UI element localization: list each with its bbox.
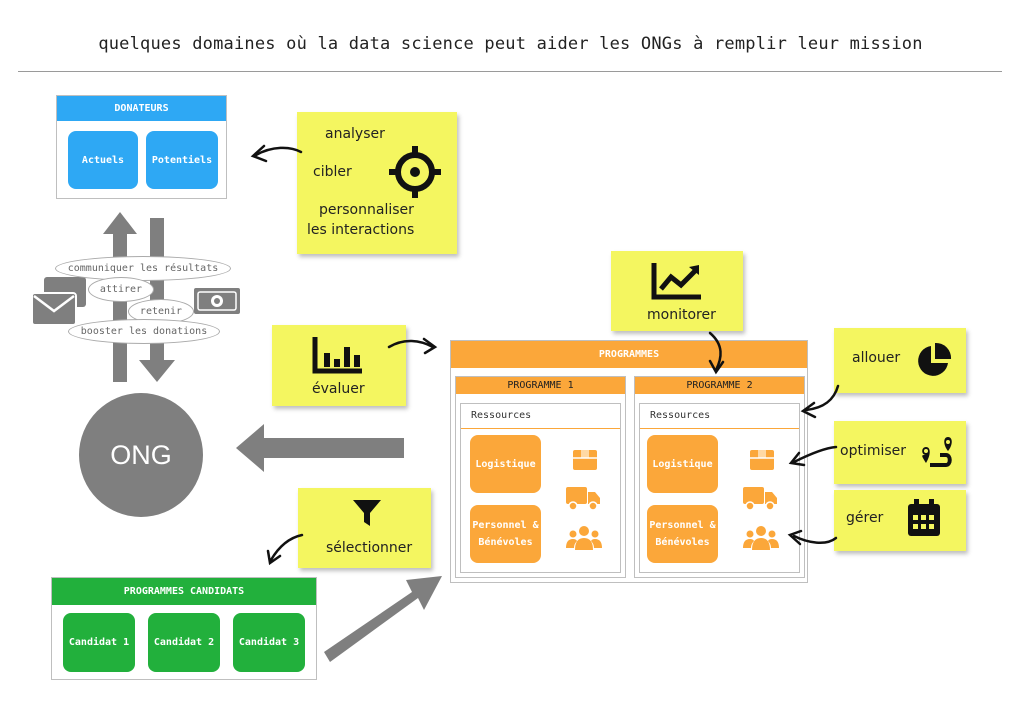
candidat-tile-2[interactable]: Candidat 2	[148, 613, 220, 672]
programme-2-header: PROGRAMME 2	[635, 377, 804, 394]
truck-icon	[566, 487, 600, 511]
donateurs-tile-potentiels[interactable]: Potentiels	[146, 131, 218, 189]
candidat-tile-1[interactable]: Candidat 1	[63, 613, 135, 672]
ressources-divider	[640, 428, 799, 429]
sticky-cibler: analyser cibler personnaliser les intera…	[297, 112, 457, 254]
sticky-monitorer: monitorer	[611, 251, 743, 331]
sticky-text-personnaliser: personnaliser	[319, 202, 414, 218]
sticky-text-optimiser: optimiser	[840, 443, 907, 459]
sticky-selectionner: sélectionner	[298, 488, 431, 568]
sticky-text-cibler: cibler	[313, 164, 352, 180]
action-communiquer: communiquer les résultats	[55, 256, 231, 281]
envelopes-icon	[31, 277, 86, 326]
sticky-text-allouer: allouer	[852, 350, 901, 366]
truck-icon	[743, 487, 777, 511]
filter-icon	[353, 500, 381, 526]
sticky-text-analyser: analyser	[325, 126, 385, 142]
donateurs-panel: DONATEURS Actuels Potentiels	[56, 95, 227, 199]
page-title: quelques domaines où la data science peu…	[98, 34, 923, 54]
ressources-divider	[461, 428, 620, 429]
users-icon	[743, 526, 779, 550]
sticky-allouer: allouer	[834, 328, 966, 393]
sticky-evaluer: évaluer	[272, 325, 406, 406]
sticky-text-interactions: les interactions	[307, 222, 415, 238]
programme-1-ressources-box: Ressources Logistique Personnel & Bénévo…	[460, 403, 621, 573]
programme-2-ressources-box: Ressources Logistique Personnel & Bénévo…	[639, 403, 800, 573]
programme-1-panel: PROGRAMME 1 Ressources Logistique Person…	[455, 376, 626, 578]
users-icon	[566, 526, 602, 550]
box-icon	[750, 450, 774, 470]
crosshair-icon	[389, 146, 441, 198]
ong-circle: ONG	[79, 393, 203, 517]
action-attirer: attirer	[88, 277, 154, 302]
programme-1-personnel-tile[interactable]: Personnel & Bénévoles	[470, 505, 541, 563]
title-divider	[18, 71, 1002, 72]
programme-2-ressources-label: Ressources	[650, 410, 711, 421]
programme-2-personnel-tile[interactable]: Personnel & Bénévoles	[647, 505, 718, 563]
sticky-text-evaluer: évaluer	[312, 381, 365, 397]
personnel-label-line2: Bénévoles	[478, 537, 533, 548]
personnel-label-line1: Personnel &	[472, 520, 539, 531]
money-icon	[194, 288, 240, 314]
sticky-text-selectionner: sélectionner	[326, 540, 413, 556]
sticky-gerer: gérer	[834, 490, 966, 551]
programme-2-logistique-tile[interactable]: Logistique	[647, 435, 718, 493]
sticky-text-monitorer: monitorer	[647, 307, 716, 323]
pie-chart-icon	[918, 342, 952, 376]
programme-2-panel: PROGRAMME 2 Ressources Logistique Person…	[634, 376, 805, 578]
sticky-optimiser: optimiser	[834, 421, 966, 484]
line-chart-icon	[651, 263, 701, 300]
route-icon	[922, 437, 952, 467]
donateurs-tile-actuels[interactable]: Actuels	[68, 131, 138, 189]
calendar-icon	[908, 499, 940, 536]
candidats-panel: PROGRAMMES CANDIDATS Candidat 1 Candidat…	[51, 577, 317, 680]
programme-1-ressources-label: Ressources	[471, 410, 532, 421]
candidat-tile-3[interactable]: Candidat 3	[233, 613, 305, 672]
programme-1-logistique-tile[interactable]: Logistique	[470, 435, 541, 493]
action-booster: booster les donations	[68, 319, 220, 344]
personnel-label-line1: Personnel &	[649, 520, 716, 531]
bar-chart-icon	[312, 337, 362, 374]
candidats-header: PROGRAMMES CANDIDATS	[52, 578, 316, 605]
programmes-to-ong-arrow	[236, 424, 404, 472]
candidats-to-programmes-arrow	[324, 576, 442, 662]
programmes-panel: PROGRAMMES PROGRAMME 1 Ressources Logist…	[450, 340, 808, 583]
programmes-header: PROGRAMMES	[451, 341, 807, 368]
sticky-text-gerer: gérer	[846, 510, 884, 526]
donateurs-header: DONATEURS	[57, 96, 226, 121]
personnel-label-line2: Bénévoles	[655, 537, 710, 548]
box-icon	[573, 450, 597, 470]
programme-1-header: PROGRAMME 1	[456, 377, 625, 394]
